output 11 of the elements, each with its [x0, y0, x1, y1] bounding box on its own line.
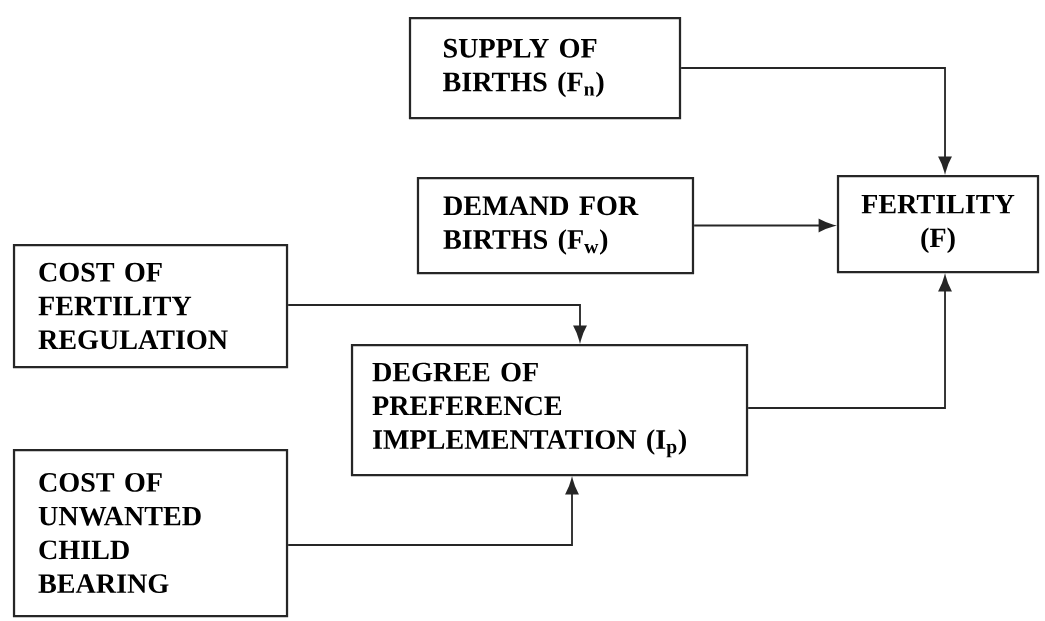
arrow — [693, 219, 835, 232]
process-box: DEMAND FOR BIRTHS (F$_{w}$) — [416, 176, 695, 275]
arrow — [680, 67, 952, 173]
arrow — [287, 304, 587, 342]
process-box: COST OF UNWANTED CHILD BEARING — [12, 448, 289, 618]
process-box: COST OF FERTILITY REGULATION — [12, 243, 289, 369]
arrow — [747, 275, 952, 409]
process-box: SUPPLY OF BIRTHS (F$_{n}$) — [408, 16, 682, 120]
process-box: DEGREE OF PREFERENCE IMPLEMENTATION (I$_{p}$) — [350, 343, 749, 477]
process-box: FERTILITY (F) — [836, 174, 1040, 274]
arrow — [287, 478, 579, 546]
